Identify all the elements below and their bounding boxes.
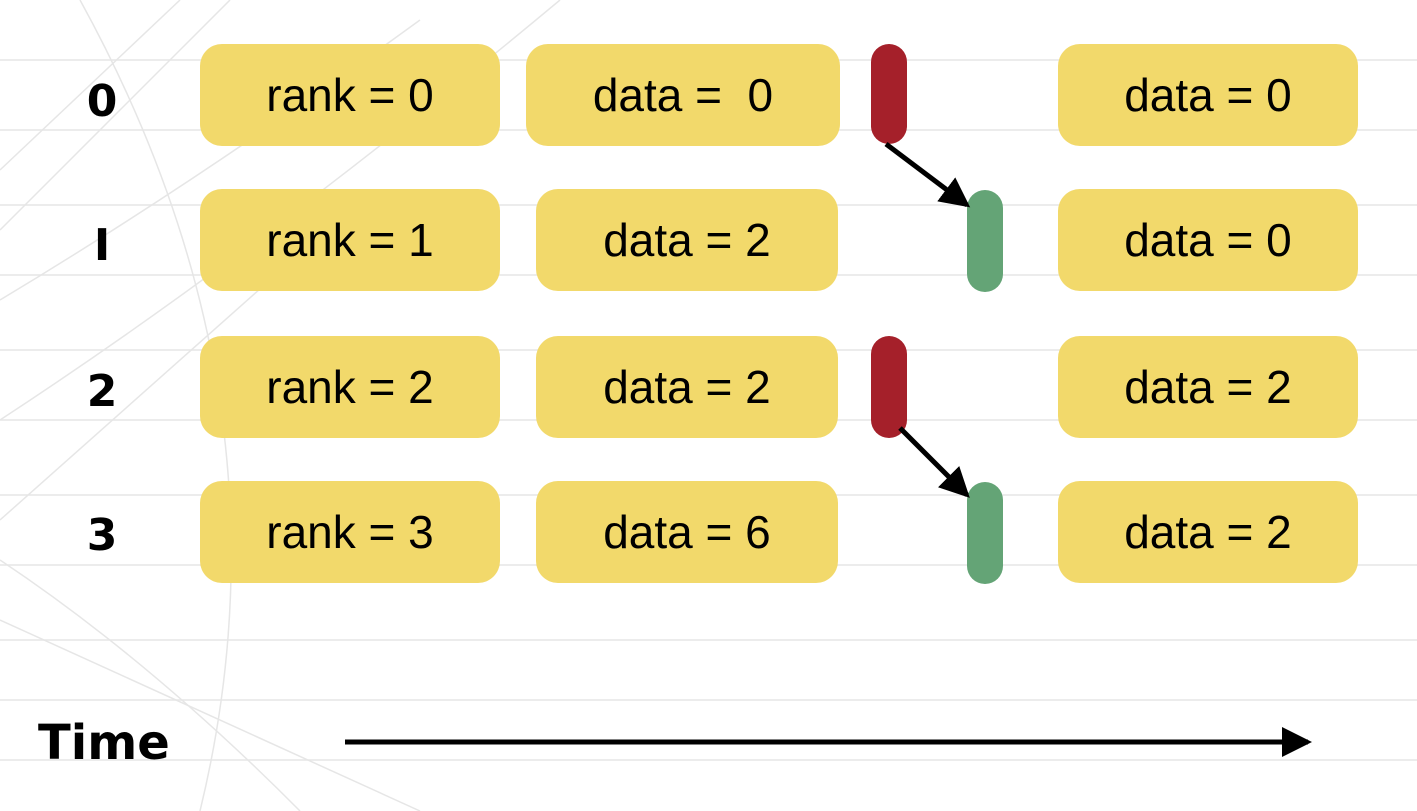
- send-arrow-0-to-1: [884, 142, 971, 208]
- data-before-box-1: data = 2: [536, 189, 838, 291]
- data-after-box-1: data = 0: [1058, 189, 1358, 291]
- data-after-box-0: data = 0: [1058, 44, 1358, 146]
- rank-box-3: rank = 3: [200, 481, 500, 583]
- send-arrow-2-to-3: [898, 426, 970, 498]
- row-0-label: 0: [86, 76, 118, 127]
- data-after-box-2: data = 2: [1058, 336, 1358, 438]
- time-label: Time: [38, 715, 170, 771]
- rank-box-1: rank = 1: [200, 189, 500, 291]
- receive-bar-3: [967, 482, 1003, 584]
- send-bar-2: [871, 336, 907, 438]
- send-bar-0: [871, 44, 907, 144]
- data-before-box-2: data = 2: [536, 336, 838, 438]
- data-before-box-3: data = 6: [536, 481, 838, 583]
- rank-box-2: rank = 2: [200, 336, 500, 438]
- data-before-box-0: data = 0: [526, 44, 840, 146]
- row-3-label: 3: [86, 510, 118, 561]
- row-2-label: 2: [86, 366, 118, 417]
- rank-box-0: rank = 0: [200, 44, 500, 146]
- data-after-box-3: data = 2: [1058, 481, 1358, 583]
- row-1-label: I: [93, 220, 111, 271]
- receive-bar-1: [967, 190, 1003, 292]
